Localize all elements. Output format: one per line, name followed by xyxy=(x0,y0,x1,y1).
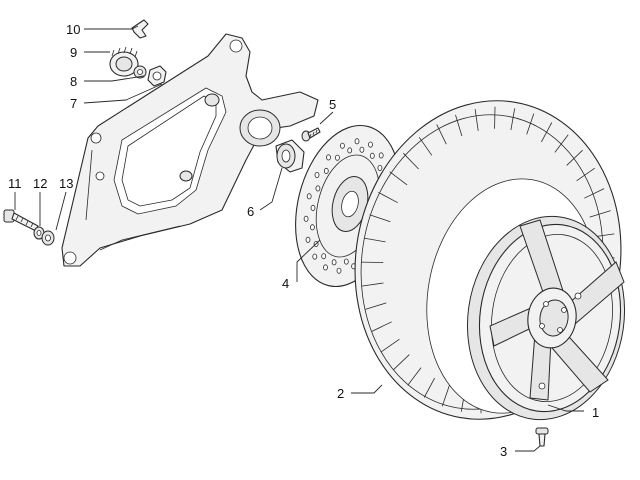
callout-13: 13 xyxy=(59,176,73,191)
disc-hole xyxy=(310,204,316,211)
callout-2: 2 xyxy=(337,386,344,401)
tread-groove xyxy=(389,171,408,186)
disc-hole xyxy=(377,164,383,171)
disc-hole xyxy=(368,141,373,148)
tread-groove xyxy=(589,210,611,218)
tread-groove xyxy=(423,377,435,398)
tread-groove xyxy=(371,321,392,332)
wheel-rim xyxy=(466,215,626,421)
disc-hole xyxy=(339,142,345,149)
disc-hole xyxy=(331,259,337,266)
disc-hole xyxy=(303,215,309,222)
clip-10 xyxy=(131,19,149,39)
disc-hole xyxy=(323,264,328,271)
tread-groove xyxy=(418,137,433,156)
pivot-bolt xyxy=(3,209,39,232)
valve-3 xyxy=(535,427,549,447)
disc-hole xyxy=(334,154,340,161)
tread-groove xyxy=(541,122,553,143)
disc-hole xyxy=(354,138,360,145)
tread-groove xyxy=(526,113,535,135)
tread-groove xyxy=(363,237,386,243)
washer-12 xyxy=(33,226,45,240)
tread-groove xyxy=(393,354,410,371)
disc-hole xyxy=(378,152,384,159)
tread-groove xyxy=(441,385,450,407)
disc-hole xyxy=(343,258,349,265)
tread-groove xyxy=(566,149,583,166)
callout-3: 3 xyxy=(500,444,507,459)
callout-12: 12 xyxy=(33,176,47,191)
disc-hole xyxy=(336,267,342,274)
disc-hole xyxy=(347,147,353,154)
spacer-6 xyxy=(275,139,305,173)
tread-groove xyxy=(381,338,400,353)
disc-hole xyxy=(306,193,312,200)
callout-4: 4 xyxy=(282,276,289,291)
tread-groove xyxy=(365,302,387,310)
callout-7: 7 xyxy=(70,96,77,111)
disc-hole xyxy=(326,154,331,161)
callout-6: 6 xyxy=(247,204,254,219)
tread-groove xyxy=(369,214,391,223)
disc-hole xyxy=(369,152,375,159)
disc-hole xyxy=(309,224,315,231)
tread-groove xyxy=(584,188,605,199)
tread-groove xyxy=(510,108,516,131)
disc-hole xyxy=(314,171,320,178)
tread-groove xyxy=(407,367,422,386)
tread-groove xyxy=(403,152,419,170)
tread-groove xyxy=(378,191,398,204)
nut-8 xyxy=(147,65,167,87)
tread-groove xyxy=(436,124,447,145)
callout-10: 10 xyxy=(66,22,80,37)
callout-9: 9 xyxy=(70,45,77,60)
disc-hole xyxy=(321,253,327,260)
disc-hole xyxy=(312,253,318,260)
tread-groove xyxy=(474,108,479,131)
disc-hole xyxy=(305,236,311,243)
tread-groove xyxy=(455,114,463,137)
washer-13 xyxy=(41,230,55,246)
callout-11: 11 xyxy=(8,176,22,191)
disc-hole xyxy=(359,146,365,153)
disc-hole xyxy=(323,167,329,174)
tread-groove xyxy=(361,282,384,287)
disc-hole xyxy=(315,185,321,192)
bushing-9 xyxy=(109,46,147,79)
callout-5: 5 xyxy=(329,97,336,112)
swing-arm xyxy=(61,33,319,267)
tread-groove xyxy=(576,167,595,182)
callout-8: 8 xyxy=(70,74,77,89)
leader-lines xyxy=(14,25,584,452)
callout-1: 1 xyxy=(592,405,599,420)
tread-groove xyxy=(554,134,569,153)
screw-5 xyxy=(301,127,321,142)
